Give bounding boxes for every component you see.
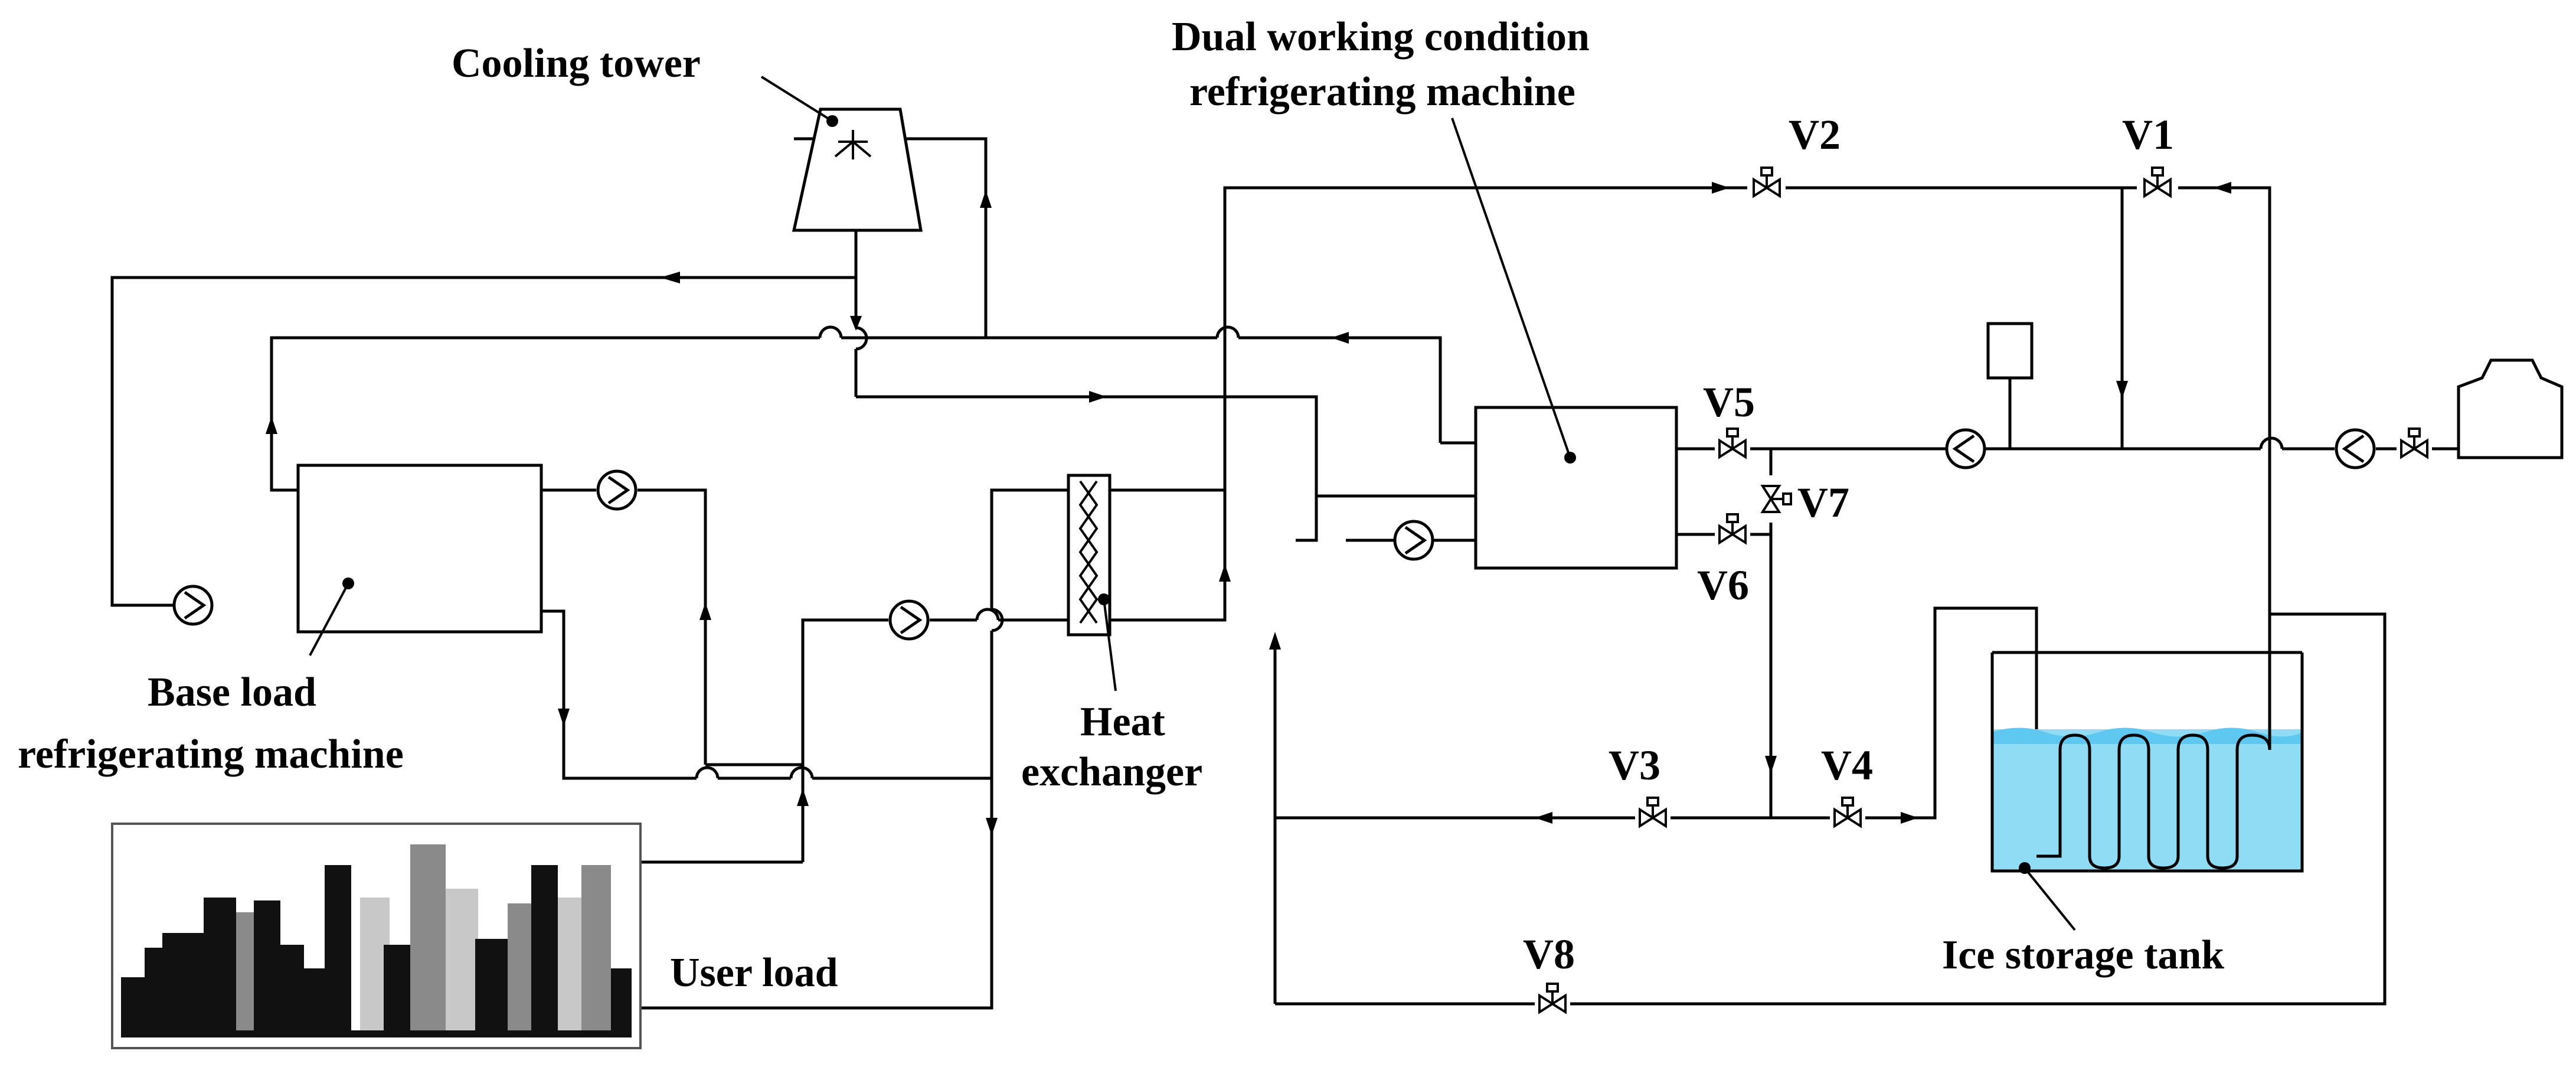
ice-storage-tank-label: Ice storage tank	[1942, 932, 2224, 978]
valve-icon	[1718, 513, 1747, 544]
dual-refrigerating-machine	[1451, 118, 1678, 570]
heat-exchanger-label-line1: Heat	[1080, 699, 1165, 745]
city-skyline-icon	[121, 844, 632, 1037]
pump-icon	[1947, 430, 1985, 468]
pump-icon	[598, 471, 636, 509]
cooling-tower	[760, 76, 923, 232]
user-load-building	[111, 823, 642, 1049]
valve-v7-label: V7	[1797, 479, 1849, 526]
dual-machine-label-line1: Dual working condition	[1172, 14, 1590, 60]
base-machine-label-line2: refrigerating machine	[18, 732, 404, 777]
heat-exchanger	[1067, 474, 1117, 691]
ice-storage-tank	[1990, 614, 2304, 931]
valve-icon	[1538, 983, 1567, 1013]
pump-icon	[890, 601, 928, 639]
valve-v3-label: V3	[1609, 742, 1660, 789]
pump-icon	[174, 586, 212, 624]
heat-exchanger-label-line2: exchanger	[1021, 749, 1202, 795]
valve-icon	[1639, 797, 1667, 827]
valve-icon	[1761, 485, 1792, 513]
valve-v1-label: V1	[2122, 111, 2174, 158]
water-tank	[2457, 358, 2564, 459]
valve-icon	[1718, 428, 1747, 458]
valve-v6-label: V6	[1697, 562, 1749, 609]
expansion-tank	[1986, 322, 2034, 380]
valve-v4-label: V4	[1821, 742, 1873, 789]
valve-icon	[2400, 428, 2428, 458]
valve-icon	[2143, 167, 2172, 197]
sprinkler-icon	[834, 130, 872, 159]
flow-arrows	[266, 182, 2231, 836]
valve-v8-label: V8	[1523, 931, 1575, 978]
base-refrigerating-machine	[296, 464, 543, 656]
user-load-label: User load	[670, 950, 838, 996]
pump-icon	[2336, 430, 2374, 468]
valve-v5-label: V5	[1703, 378, 1755, 426]
cooling-tower-label: Cooling tower	[452, 41, 701, 86]
valve-icon	[1753, 167, 1781, 197]
base-machine-label-line1: Base load	[148, 670, 316, 715]
valve-icon	[1833, 797, 1862, 827]
pump-icon	[1395, 521, 1433, 559]
dual-machine-label-line2: refrigerating machine	[1189, 69, 1575, 115]
valve-v2-label: V2	[1789, 111, 1841, 158]
